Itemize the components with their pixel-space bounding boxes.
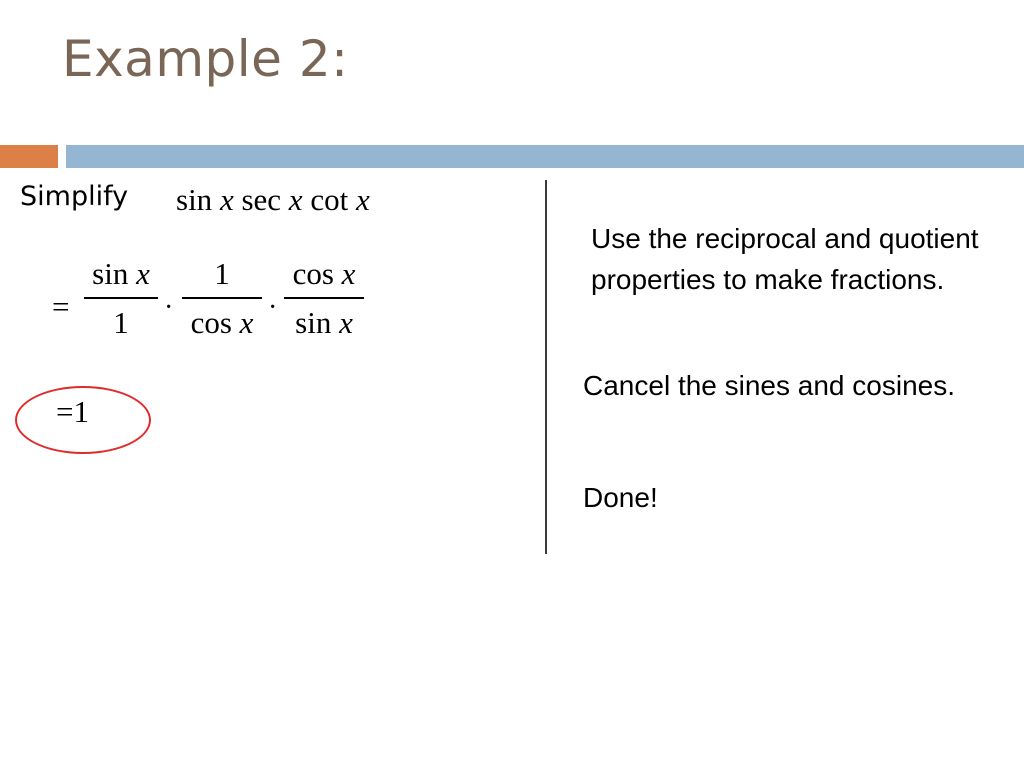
note-reciprocal: Use the reciprocal and quotient properti… bbox=[591, 223, 979, 295]
fraction-bar bbox=[284, 297, 364, 299]
simplify-label: Simplify bbox=[20, 181, 129, 212]
expr-term-cot: cot bbox=[310, 182, 349, 217]
accent-bar-blue bbox=[66, 145, 1024, 168]
fraction-bar bbox=[182, 297, 262, 299]
fraction-step: = sin x 1 · 1 cos x · cos x sin x bbox=[52, 258, 382, 358]
expr-term-sec: sec bbox=[241, 182, 282, 217]
equals-sign: = bbox=[52, 289, 70, 324]
expr-term-sin: sin bbox=[176, 182, 213, 217]
fraction-numerator: cos x bbox=[292, 256, 356, 291]
fraction-cos-over-sin: cos x sin x bbox=[284, 258, 364, 338]
answer-circle bbox=[15, 386, 151, 454]
fraction-denominator: 1 bbox=[113, 304, 129, 340]
accent-bar-orange bbox=[0, 145, 58, 168]
fraction-numerator: sin x bbox=[92, 256, 150, 291]
problem-expression: sin x sec x cot x bbox=[176, 184, 370, 215]
fraction-denominator: cos x bbox=[190, 304, 254, 340]
slide-title: Example 2: bbox=[62, 30, 349, 88]
vertical-divider bbox=[545, 180, 547, 554]
result-expression: =1 bbox=[56, 394, 89, 429]
fraction-numerator: 1 bbox=[214, 256, 230, 291]
fraction-denominator: sin x bbox=[295, 304, 353, 340]
note-cancel: Cancel the sines and cosines. bbox=[583, 370, 955, 401]
expr-var: x bbox=[219, 182, 234, 217]
multiply-dot: · bbox=[268, 292, 278, 323]
fraction-1-over-cos: 1 cos x bbox=[182, 258, 262, 338]
fraction-sin-over-1: sin x 1 bbox=[84, 258, 158, 338]
note-done: Done! bbox=[583, 482, 658, 513]
fraction-bar bbox=[84, 297, 158, 299]
expr-var: x bbox=[288, 182, 303, 217]
expr-var: x bbox=[355, 182, 370, 217]
multiply-dot: · bbox=[164, 292, 174, 323]
